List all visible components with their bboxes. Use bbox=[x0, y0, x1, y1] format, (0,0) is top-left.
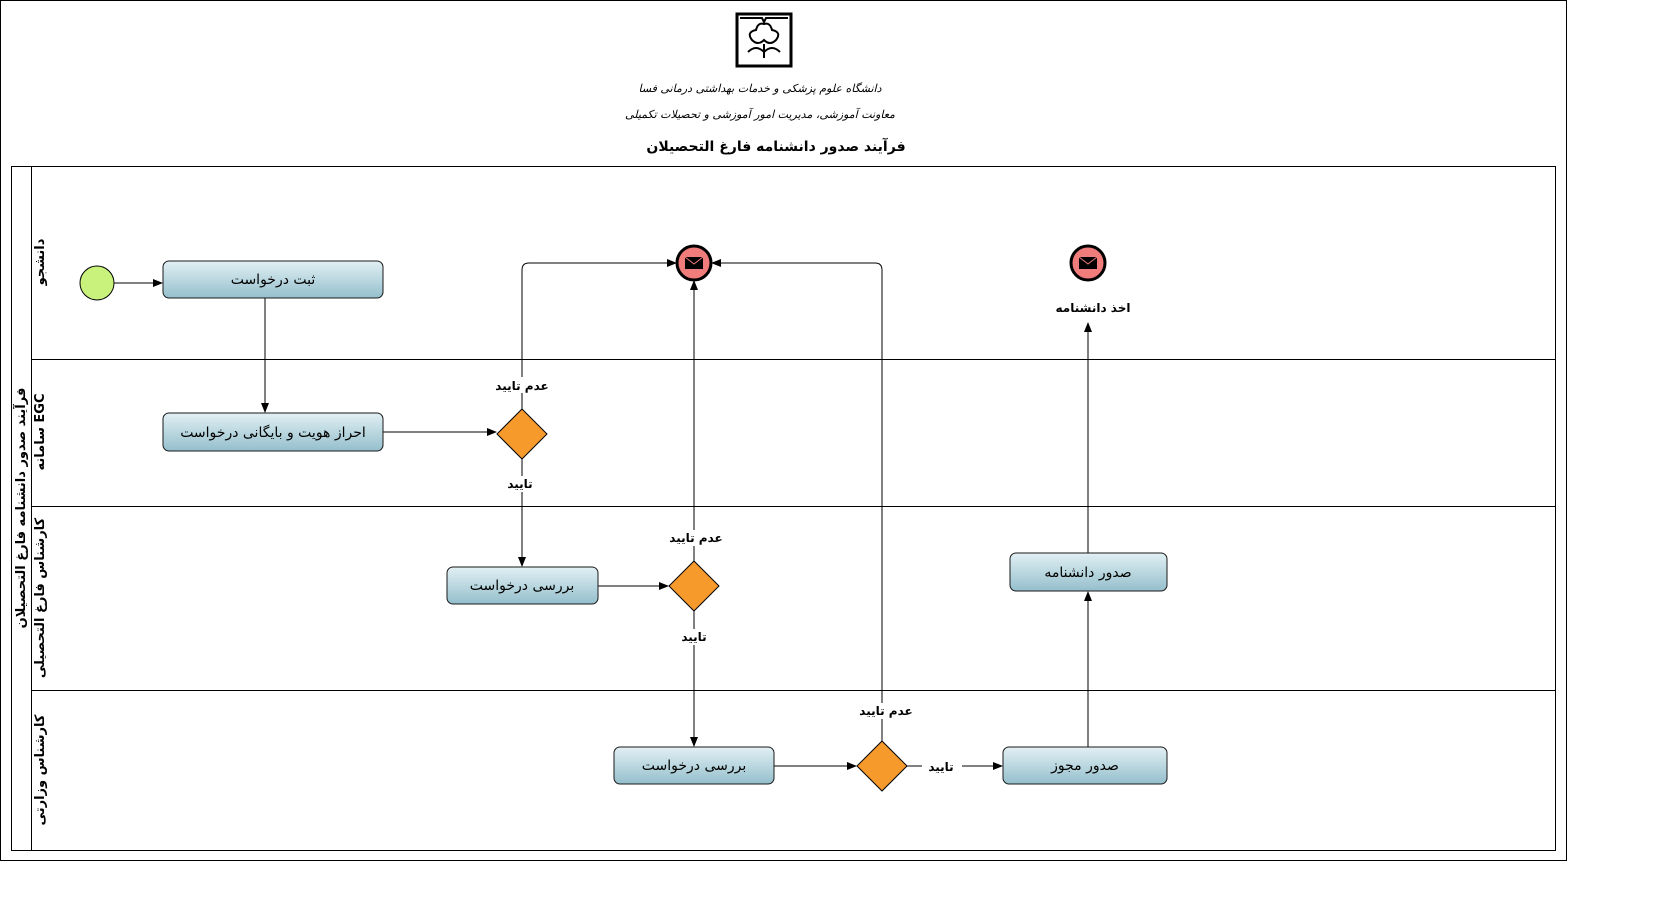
department-name: معاونت آموزشی، مدیریت امور آموزشی و تحصی… bbox=[625, 107, 895, 121]
sequence-flows bbox=[114, 259, 1092, 770]
event-label-receive-diploma: اخذ دانشنامه bbox=[1056, 301, 1131, 315]
lane-label-student: دانشجو bbox=[33, 238, 48, 286]
task-verify-archive[interactable]: احراز هویت و بایگانی درخواست bbox=[162, 412, 384, 452]
page-title: فرآیند صدور دانشنامه فارغ التحصیلان bbox=[646, 137, 905, 155]
task-label: ثبت درخواست bbox=[231, 272, 316, 288]
end-message-event-notify[interactable] bbox=[675, 244, 713, 282]
university-name: دانشگاه علوم پزشکی و خدمات بهداشتی درمان… bbox=[638, 82, 881, 95]
task-label: بررسی درخواست bbox=[642, 758, 746, 774]
task-review-request-graduation[interactable]: بررسی درخواست bbox=[446, 566, 599, 605]
page-border bbox=[0, 0, 1567, 861]
university-logo bbox=[735, 12, 793, 68]
lane-label-egc-system: سامانه EGC bbox=[33, 394, 48, 471]
task-review-request-ministry[interactable]: بررسی درخواست bbox=[613, 746, 775, 785]
flow-label-approve: تایید bbox=[507, 477, 532, 491]
task-label: صدور دانشنامه bbox=[1044, 565, 1131, 581]
flow-label-approve: تایید bbox=[928, 760, 953, 774]
task-label: صدور مجوز bbox=[1050, 758, 1119, 774]
gateway-ministry-review[interactable] bbox=[856, 740, 908, 792]
gateway-graduation-review[interactable] bbox=[668, 560, 720, 612]
envelope-icon bbox=[1078, 256, 1098, 269]
task-submit-request[interactable]: ثبت درخواست bbox=[162, 260, 384, 299]
pool-label: فرآیند صدور دانشنامه فارغ التحصیلان bbox=[12, 388, 29, 629]
gateway-identity-check[interactable] bbox=[496, 408, 548, 460]
flow-label-reject: عدم تایید bbox=[669, 531, 722, 546]
flow-label-reject: عدم تایید bbox=[495, 379, 548, 394]
task-label: بررسی درخواست bbox=[470, 578, 574, 594]
flow-label-approve: تایید bbox=[681, 630, 706, 644]
envelope-icon bbox=[684, 256, 704, 269]
task-issue-diploma[interactable]: صدور دانشنامه bbox=[1009, 552, 1168, 592]
flow-label-reject: عدم تایید bbox=[859, 704, 912, 719]
start-event[interactable] bbox=[79, 265, 115, 301]
lane-label-ministry-expert: کارشناس وزارتی bbox=[33, 714, 48, 825]
task-label: احراز هویت و بایگانی درخواست bbox=[180, 424, 366, 441]
end-message-event-receive-diploma[interactable] bbox=[1069, 244, 1107, 282]
lane-label-graduation-expert: کارشناس فارغ التحصیلی bbox=[33, 517, 48, 678]
task-issue-permit[interactable]: صدور مجوز bbox=[1002, 746, 1168, 785]
